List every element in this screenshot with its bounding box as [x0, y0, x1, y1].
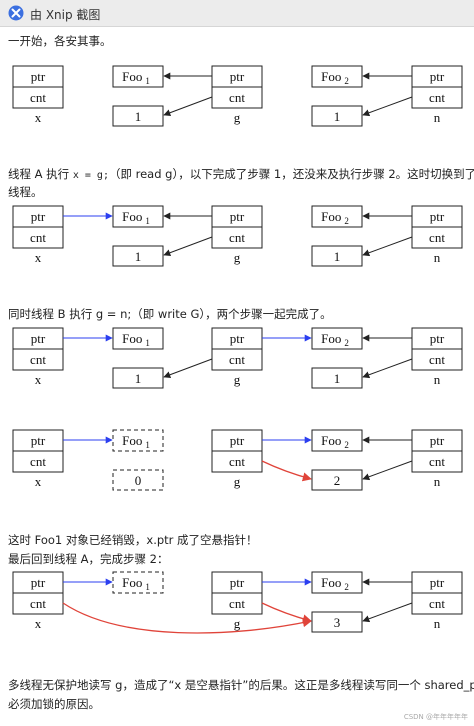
svg-text:g: g — [234, 474, 241, 489]
n-object: ptr cnt n — [411, 65, 463, 125]
x-cnt-label: cnt — [30, 90, 46, 105]
svg-text:cnt: cnt — [30, 596, 46, 611]
x-object: ptr cnt x — [12, 65, 64, 125]
svg-text:ptr: ptr — [31, 433, 46, 448]
svg-text:cnt: cnt — [429, 596, 445, 611]
paragraph-intro: 一开始，各安其事。 — [8, 34, 112, 48]
svg-text:x: x — [35, 474, 42, 489]
arrow-g-to-count2 — [261, 460, 312, 482]
svg-text:ptr: ptr — [430, 331, 445, 346]
svg-text:2: 2 — [334, 473, 341, 488]
svg-text:1: 1 — [135, 371, 142, 386]
foo1-sub: 1 — [145, 76, 150, 86]
svg-text:x: x — [35, 372, 42, 387]
paragraph-conclusion-line2: 必须加锁的原因。 — [8, 697, 100, 711]
svg-text:1: 1 — [334, 371, 341, 386]
svg-text:3: 3 — [334, 615, 341, 630]
svg-text:cnt: cnt — [30, 352, 46, 367]
paragraph-thread-a-line2: 线程。 — [8, 185, 43, 199]
svg-text:Foo1: Foo1 — [122, 331, 150, 348]
svg-text:ptr: ptr — [31, 575, 46, 590]
x-name: x — [35, 110, 42, 125]
svg-text:ptr: ptr — [230, 575, 245, 590]
svg-text:cnt: cnt — [229, 230, 245, 245]
svg-text:ptr: ptr — [430, 209, 445, 224]
foo2-count: 1 — [334, 109, 341, 124]
svg-text:ptr: ptr — [31, 209, 46, 224]
svg-text:ptr: ptr — [31, 331, 46, 346]
arrow-x-cnt-to-count3 — [62, 602, 312, 634]
svg-text:cnt: cnt — [30, 454, 46, 469]
arrow-n-to-count2 — [362, 96, 413, 117]
svg-text:x: x — [35, 250, 42, 265]
n-name: n — [434, 110, 441, 125]
g-cnt-label: cnt — [229, 90, 245, 105]
svg-text:ptr: ptr — [430, 69, 445, 84]
xnip-app-icon — [8, 5, 24, 21]
svg-text:g: g — [234, 250, 241, 265]
foo1-label: Foo — [122, 69, 142, 84]
count1-destroyed-box — [112, 469, 164, 491]
watermark: CSDN @年年年年年 — [403, 713, 468, 721]
x-ptr-label: ptr — [31, 69, 46, 84]
svg-text:1: 1 — [334, 249, 341, 264]
svg-text:ptr: ptr — [230, 209, 245, 224]
paragraph-thread-a-return: 最后回到线程 A，完成步骤 2： — [8, 552, 169, 566]
svg-text:ptr: ptr — [230, 331, 245, 346]
svg-text:g: g — [234, 372, 241, 387]
window-title: 由 Xnip 截图 — [30, 8, 101, 22]
g-object: ptr cnt g — [211, 65, 263, 125]
svg-text:g: g — [234, 616, 241, 631]
svg-text:Foo1: Foo1 — [122, 209, 150, 226]
svg-text:Foo1: Foo1 — [122, 575, 150, 592]
svg-text:cnt: cnt — [229, 596, 245, 611]
paragraph-thread-b: 同时线程 B 执行 g = n;（即 write G），两个步骤一起完成了。 — [8, 307, 332, 321]
svg-text:cnt: cnt — [429, 352, 445, 367]
g-name: g — [234, 110, 241, 125]
title-bar: 由 Xnip 截图 — [0, 0, 474, 27]
svg-text:1: 1 — [135, 249, 142, 264]
svg-text:Foo1: Foo1 — [122, 433, 150, 450]
paragraph-conclusion-line1: 多线程无保护地读写 g，造成了“x 是空悬指针”的后果。这正是多线程读写同一个 … — [8, 678, 474, 692]
svg-text:ptr: ptr — [230, 433, 245, 448]
paragraph-thread-a-line1: 线程 A 执行 x = g;（即 read g），以下完成了步骤 1，还没来及执… — [8, 167, 474, 181]
svg-text:n: n — [434, 250, 441, 265]
svg-text:n: n — [434, 616, 441, 631]
svg-text:0: 0 — [135, 473, 142, 488]
svg-text:cnt: cnt — [30, 230, 46, 245]
svg-text:cnt: cnt — [429, 230, 445, 245]
svg-text:cnt: cnt — [429, 454, 445, 469]
g-ptr-label: ptr — [230, 69, 245, 84]
svg-text:n: n — [434, 372, 441, 387]
svg-text:cnt: cnt — [429, 90, 445, 105]
foo1-count: 1 — [135, 109, 142, 124]
foo1-destroyed-box — [112, 429, 164, 452]
arrow-g-to-count1 — [163, 96, 213, 117]
svg-text:n: n — [434, 474, 441, 489]
paragraph-dangling: 这时 Foo1 对象已经销毁，x.ptr 成了空悬指针！ — [8, 533, 258, 547]
svg-text:ptr: ptr — [430, 575, 445, 590]
svg-text:x: x — [35, 616, 42, 631]
svg-text:cnt: cnt — [229, 454, 245, 469]
svg-text:Foo1: Foo1 — [122, 69, 150, 86]
svg-text:cnt: cnt — [229, 352, 245, 367]
svg-text:ptr: ptr — [430, 433, 445, 448]
